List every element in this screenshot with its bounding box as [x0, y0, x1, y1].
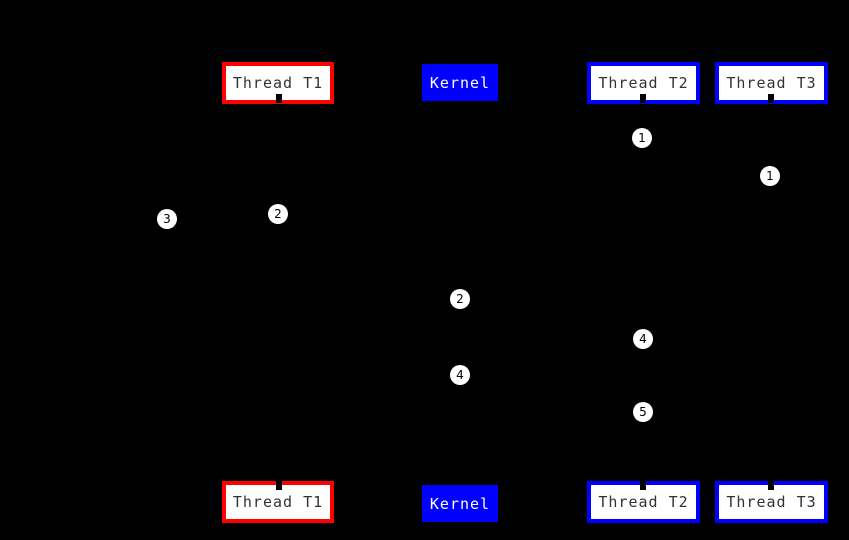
- step-marker-label: 2: [456, 292, 464, 306]
- step-marker-2-t1: 2: [268, 204, 288, 224]
- thread-t3-label-top: Thread T3: [726, 74, 817, 92]
- connector-stub-t3-bottom: [768, 481, 774, 490]
- connector-stub-t3-top: [768, 94, 774, 103]
- step-marker-4-kernel: 4: [450, 365, 470, 385]
- step-marker-label: 4: [456, 368, 464, 382]
- thread-t3-label-bottom: Thread T3: [726, 493, 817, 511]
- thread-t1-label-bottom: Thread T1: [232, 493, 324, 511]
- step-marker-4-t2: 4: [633, 329, 653, 349]
- step-marker-2-kernel: 2: [450, 289, 470, 309]
- step-marker-1-t2: 1: [632, 128, 652, 148]
- step-marker-label: 4: [639, 332, 647, 346]
- step-marker-label: 1: [638, 131, 646, 145]
- connector-stub-t1-bottom: [276, 481, 282, 490]
- thread-t2-label-top: Thread T2: [598, 74, 689, 92]
- step-marker-label: 3: [163, 212, 171, 226]
- step-marker-label: 1: [766, 169, 774, 183]
- kernel-box-bottom: Kernel: [422, 485, 498, 522]
- step-marker-label: 2: [274, 207, 282, 221]
- thread-t2-label-bottom: Thread T2: [598, 493, 689, 511]
- kernel-label-top: Kernel: [429, 73, 491, 92]
- thread-t1-label-top: Thread T1: [232, 74, 324, 92]
- step-marker-label: 5: [639, 405, 647, 419]
- connector-stub-t1-top: [276, 94, 282, 103]
- step-marker-3: 3: [157, 209, 177, 229]
- kernel-box-top: Kernel: [422, 64, 498, 101]
- step-marker-1-t3: 1: [760, 166, 780, 186]
- connector-stub-t2-top: [640, 94, 646, 103]
- connector-stub-t2-bottom: [640, 481, 646, 490]
- kernel-label-bottom: Kernel: [429, 494, 491, 513]
- step-marker-5: 5: [633, 402, 653, 422]
